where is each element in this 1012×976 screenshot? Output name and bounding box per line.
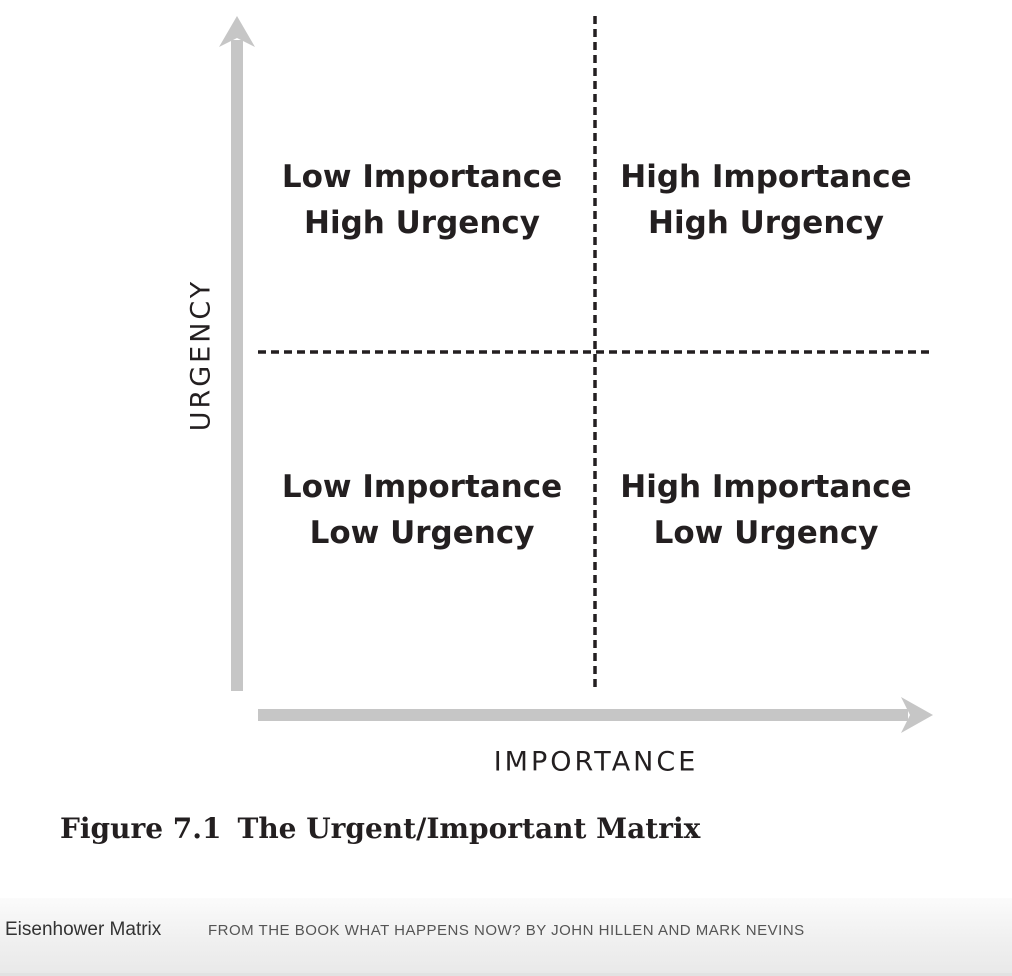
urgency-axis-label: URGENCY [185, 278, 217, 432]
quadrant-line-2: Low Urgency [653, 515, 879, 551]
quadrant-line-1: High Importance [620, 159, 912, 195]
quadrant-high-importance-high-urgency: High Importance High Urgency [596, 154, 936, 246]
image-caption-bar [0, 898, 1012, 976]
figure-number: Figure 7.1 [60, 812, 222, 845]
quadrant-line-2: High Urgency [304, 205, 540, 241]
figure-title: The Urgent/Important Matrix [237, 812, 701, 845]
quadrant-low-importance-low-urgency: Low Importance Low Urgency [252, 464, 592, 556]
quadrant-line-2: High Urgency [648, 205, 884, 241]
image-caption-credit: FROM THE BOOK WHAT HAPPENS NOW? BY JOHN … [208, 922, 805, 939]
figure-caption: Figure 7.1 The Urgent/Important Matrix [60, 812, 700, 845]
importance-axis-arrow [258, 697, 933, 733]
quadrant-low-importance-high-urgency: Low Importance High Urgency [252, 154, 592, 246]
quadrant-line-1: High Importance [620, 469, 912, 505]
matrix-diagram [219, 16, 933, 733]
quadrant-line-2: Low Urgency [309, 515, 535, 551]
quadrant-line-1: Low Importance [281, 159, 563, 195]
importance-axis-label: IMPORTANCE [493, 746, 699, 778]
quadrant-line-1: Low Importance [281, 469, 563, 505]
image-caption-title: Eisenhower Matrix [5, 919, 162, 940]
quadrant-high-importance-low-urgency: High Importance Low Urgency [596, 464, 936, 556]
urgency-axis-arrow [219, 16, 255, 691]
